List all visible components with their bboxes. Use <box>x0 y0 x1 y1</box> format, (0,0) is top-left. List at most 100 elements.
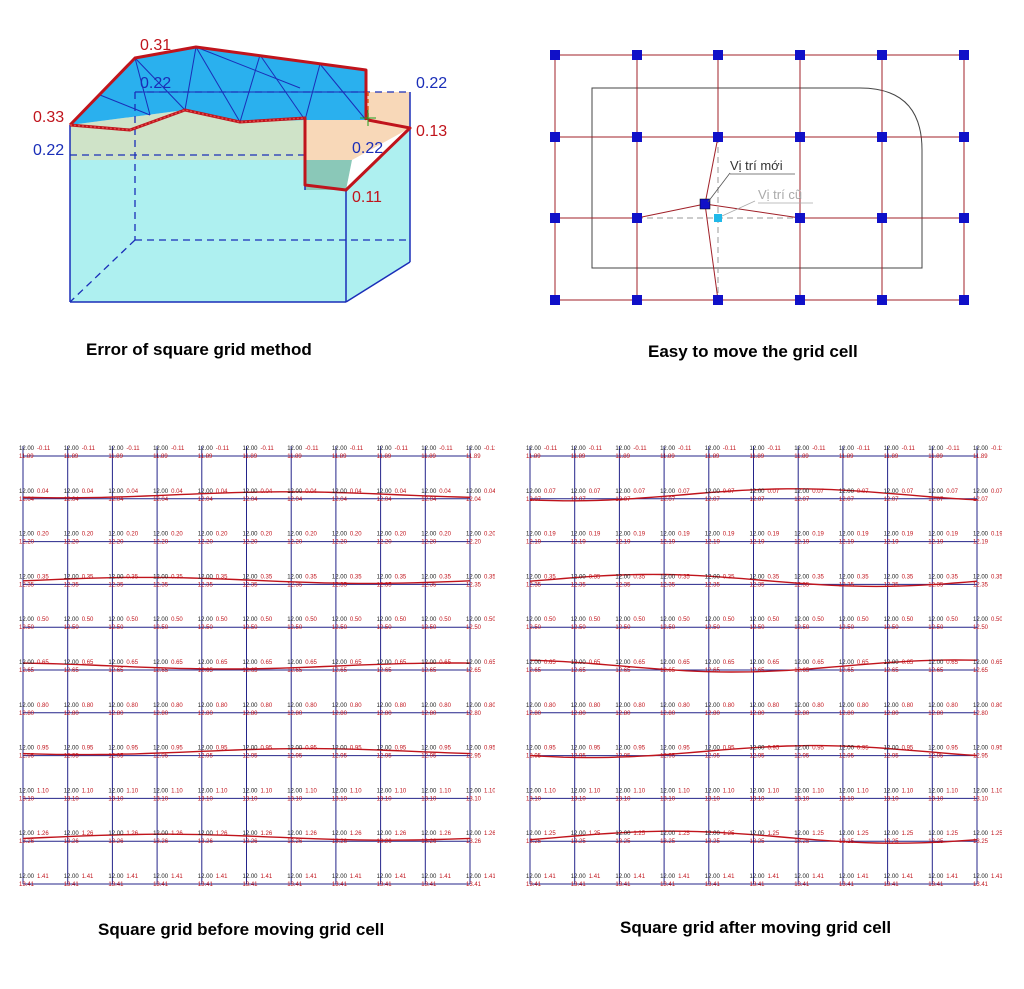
design-level-label: 12.00 <box>571 788 587 794</box>
existing-level-label: 13.41 <box>108 882 124 888</box>
old-label-leader <box>721 200 756 217</box>
grid-node[interactable] <box>632 295 642 305</box>
existing-level-label: 13.26 <box>421 839 437 845</box>
design-level-label: 12.00 <box>198 874 214 880</box>
diff-label: 0.50 <box>633 617 645 623</box>
design-level-label: 12.00 <box>377 703 393 709</box>
grid-node[interactable] <box>959 50 969 60</box>
existing-level-label: 12.35 <box>377 582 393 588</box>
existing-level-label: 12.95 <box>571 754 587 760</box>
design-level-label: 12.00 <box>884 446 900 452</box>
new-node[interactable] <box>699 198 711 210</box>
diff-label: 0.65 <box>395 660 407 666</box>
design-level-label: 12.00 <box>198 446 214 452</box>
diff-label: 0.95 <box>82 746 94 752</box>
existing-level-label: 13.10 <box>108 796 124 802</box>
existing-level-label: 12.50 <box>332 625 348 631</box>
design-level-label: 12.00 <box>377 489 393 495</box>
existing-level-label: 12.07 <box>705 497 721 503</box>
grid-lines <box>529 446 978 885</box>
existing-level-label: 12.20 <box>421 540 437 546</box>
existing-level-label: 12.07 <box>884 497 900 503</box>
design-level-label: 12.00 <box>750 532 766 538</box>
diff-label: 0.65 <box>857 660 869 666</box>
diff-label: -0.11 <box>439 446 453 452</box>
grid-node[interactable] <box>959 295 969 305</box>
existing-level-label: 13.26 <box>64 839 80 845</box>
diff-label: -0.11 <box>261 446 275 452</box>
grid-node[interactable] <box>795 295 805 305</box>
diff-label: 0.35 <box>37 574 49 580</box>
grid-node[interactable] <box>795 50 805 60</box>
diff-label: 0.50 <box>171 617 183 623</box>
existing-level-label: 13.41 <box>153 882 169 888</box>
design-level-label: 12.00 <box>571 703 587 709</box>
red-dotted-line <box>69 109 306 131</box>
design-level-label: 12.00 <box>19 660 35 666</box>
existing-level-label: 12.35 <box>928 582 944 588</box>
design-level-label: 12.00 <box>466 489 482 495</box>
existing-level-label: 12.50 <box>571 625 587 631</box>
existing-level-label: 11.89 <box>660 454 675 460</box>
diff-label: -0.11 <box>37 446 51 452</box>
old-node <box>714 214 722 222</box>
diff-label: 1.26 <box>350 831 362 837</box>
design-level-label: 12.00 <box>108 489 124 495</box>
diff-label: 1.41 <box>216 874 228 880</box>
grid-node[interactable] <box>713 295 723 305</box>
grid-node[interactable] <box>550 213 560 223</box>
diff-label: 1.41 <box>723 874 735 880</box>
diff-label: 1.25 <box>633 831 645 837</box>
design-level-label: 12.00 <box>64 446 80 452</box>
grid-node[interactable] <box>959 132 969 142</box>
grid-node[interactable] <box>632 50 642 60</box>
grid-node[interactable] <box>550 295 560 305</box>
design-level-label: 12.00 <box>705 617 721 623</box>
grid-node[interactable] <box>713 132 723 142</box>
diff-label: 0.50 <box>902 617 914 623</box>
design-level-label: 12.00 <box>287 746 303 752</box>
diff-label: 0.50 <box>857 617 869 623</box>
existing-level-label: 12.04 <box>64 497 80 503</box>
existing-level-label: 12.20 <box>198 540 214 546</box>
grid-node[interactable] <box>877 132 887 142</box>
diff-label: 1.25 <box>902 831 914 837</box>
existing-level-label: 12.07 <box>839 497 855 503</box>
design-level-label: 12.00 <box>108 703 124 709</box>
design-level-label: 12.00 <box>705 574 721 580</box>
grid-node[interactable] <box>959 213 969 223</box>
diff-label: 0.95 <box>544 746 556 752</box>
diff-label: 0.35 <box>484 574 495 580</box>
grid-node[interactable] <box>632 132 642 142</box>
design-level-label: 12.00 <box>615 446 631 452</box>
existing-level-label: 12.04 <box>421 497 437 503</box>
grid-node[interactable] <box>713 50 723 60</box>
grid-node[interactable] <box>795 132 805 142</box>
grid-node[interactable] <box>550 132 560 142</box>
diff-label: -0.11 <box>589 446 603 452</box>
diff-label: 0.80 <box>723 703 735 709</box>
grid-node[interactable] <box>877 50 887 60</box>
diff-label: 0.80 <box>171 703 183 709</box>
grid-node[interactable] <box>632 213 642 223</box>
grid-node[interactable] <box>877 295 887 305</box>
grid-node[interactable] <box>877 213 887 223</box>
design-level-label: 12.00 <box>108 831 124 837</box>
diff-label: 0.65 <box>216 660 228 666</box>
existing-level-label: 13.26 <box>19 839 35 845</box>
design-level-label: 12.00 <box>19 874 35 880</box>
diff-label: 1.25 <box>678 831 690 837</box>
diff-label: 0.65 <box>902 660 914 666</box>
diff-label: 0.80 <box>395 703 407 709</box>
design-level-label: 12.00 <box>839 746 855 752</box>
grid-node[interactable] <box>550 50 560 60</box>
existing-level-label: 13.10 <box>19 796 35 802</box>
grid-node[interactable] <box>795 213 805 223</box>
design-level-label: 12.00 <box>615 831 631 837</box>
diff-label: 1.10 <box>439 788 451 794</box>
existing-level-label: 12.35 <box>705 582 721 588</box>
diff-label: 0.65 <box>678 660 690 666</box>
diff-label: 1.26 <box>484 831 495 837</box>
design-level-label: 12.00 <box>928 746 944 752</box>
diff-label: 0.20 <box>171 532 183 538</box>
